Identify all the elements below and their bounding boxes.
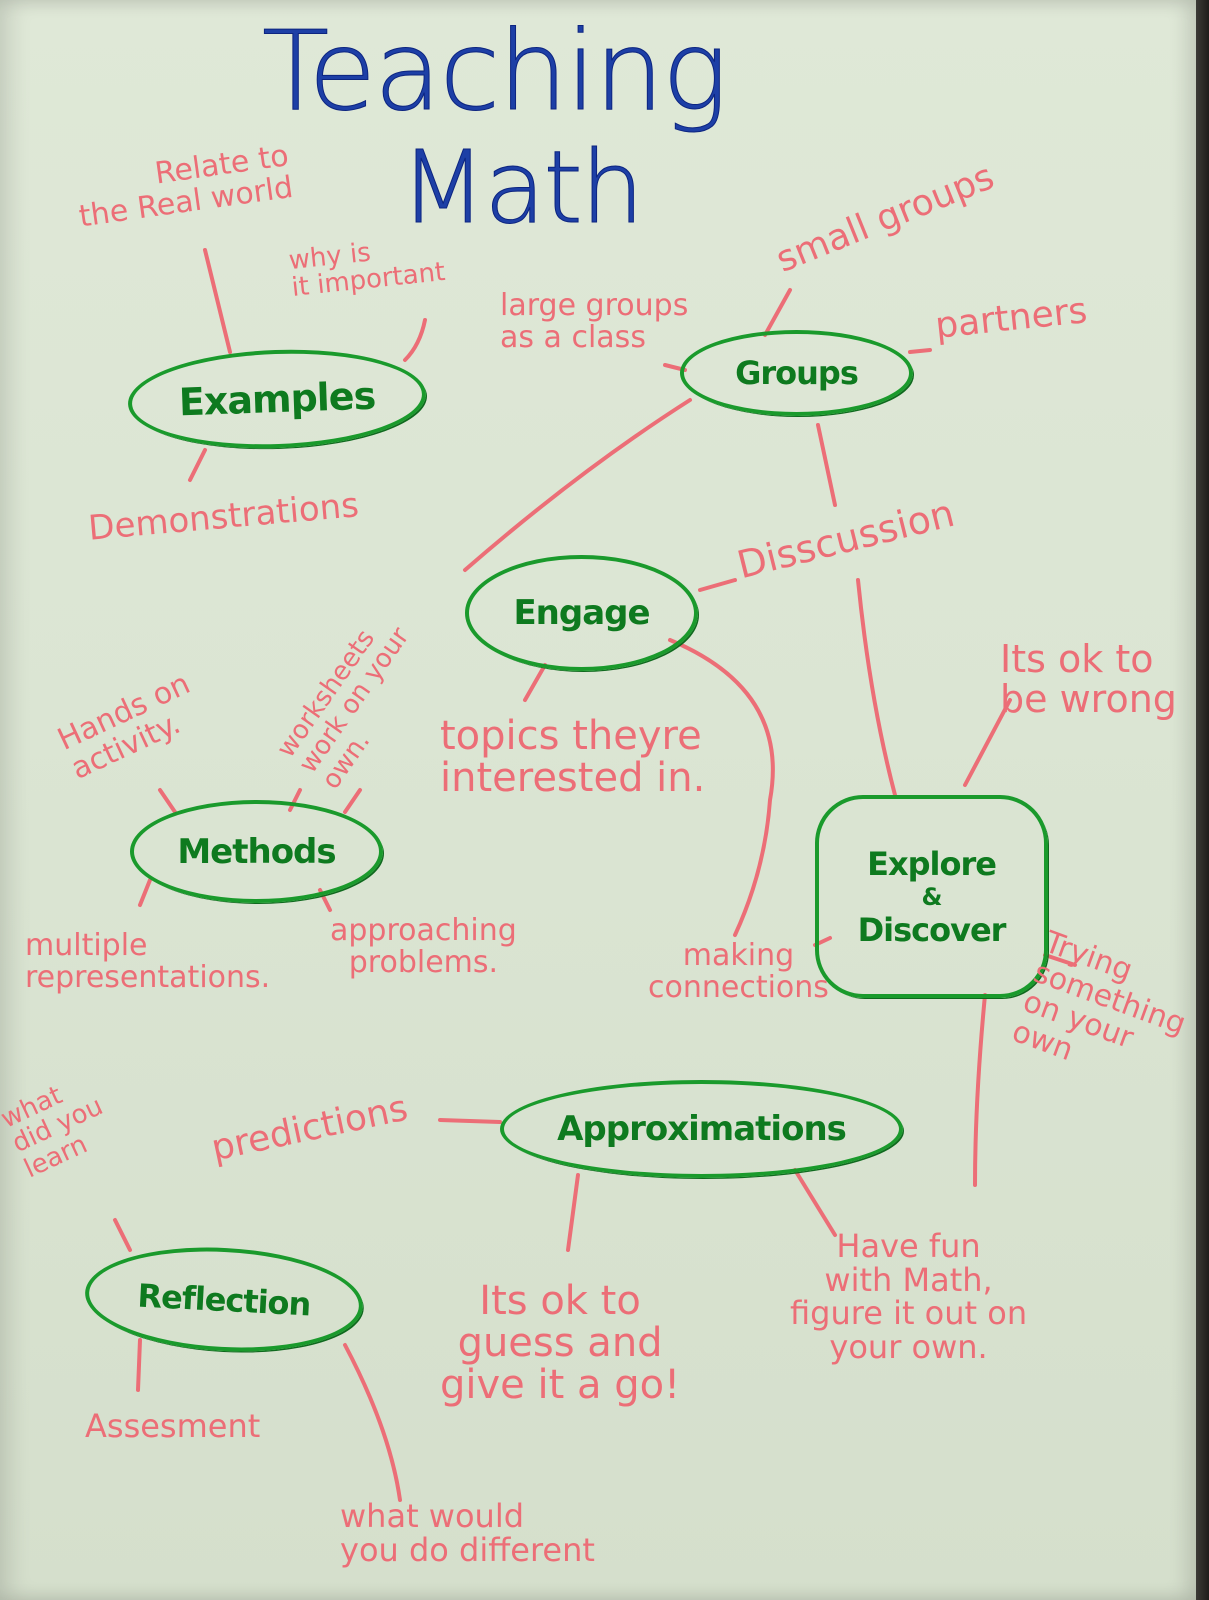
node-label-line1: Explore: [867, 844, 997, 883]
note-ok-to-be-wrong: Its ok to be wrong: [1000, 637, 1177, 721]
node-explore-discover[interactable]: Explore & Discover: [815, 795, 1048, 998]
note-approaching-problems: approaching problems.: [330, 913, 517, 980]
node-label-amp: &: [921, 882, 943, 911]
node-label-line2: Discover: [857, 910, 1007, 949]
page-title-line1: Teaching: [261, 7, 728, 135]
background-edge: [1196, 0, 1209, 1600]
node-groups[interactable]: Groups: [680, 330, 913, 416]
node-engage[interactable]: Engage: [465, 555, 698, 671]
note-topics-interested: topics theyre interested in.: [440, 713, 706, 801]
node-label: Methods: [177, 831, 336, 872]
node-label: Engage: [513, 593, 650, 633]
node-label: Reflection: [136, 1276, 312, 1323]
node-label: Groups: [735, 354, 859, 392]
page-title-line2: Math: [399, 129, 644, 246]
note-have-fun: Have fun with Math, figure it out on you…: [790, 1227, 1028, 1366]
node-label: Examples: [178, 373, 376, 425]
note-large-groups: large groups as a class: [500, 288, 689, 355]
note-making-connections: making connections: [648, 938, 829, 1005]
note-multiple-representations: multiple representations.: [25, 928, 271, 995]
node-label: Approximations: [557, 1109, 847, 1149]
node-methods[interactable]: Methods: [130, 800, 383, 903]
node-approximations[interactable]: Approximations: [500, 1080, 903, 1178]
note-ok-to-guess: Its ok to guess and give it a go!: [440, 1278, 681, 1408]
note-what-would-you-do: what would you do different: [340, 1497, 595, 1569]
note-assessment: Assesment: [85, 1407, 261, 1445]
